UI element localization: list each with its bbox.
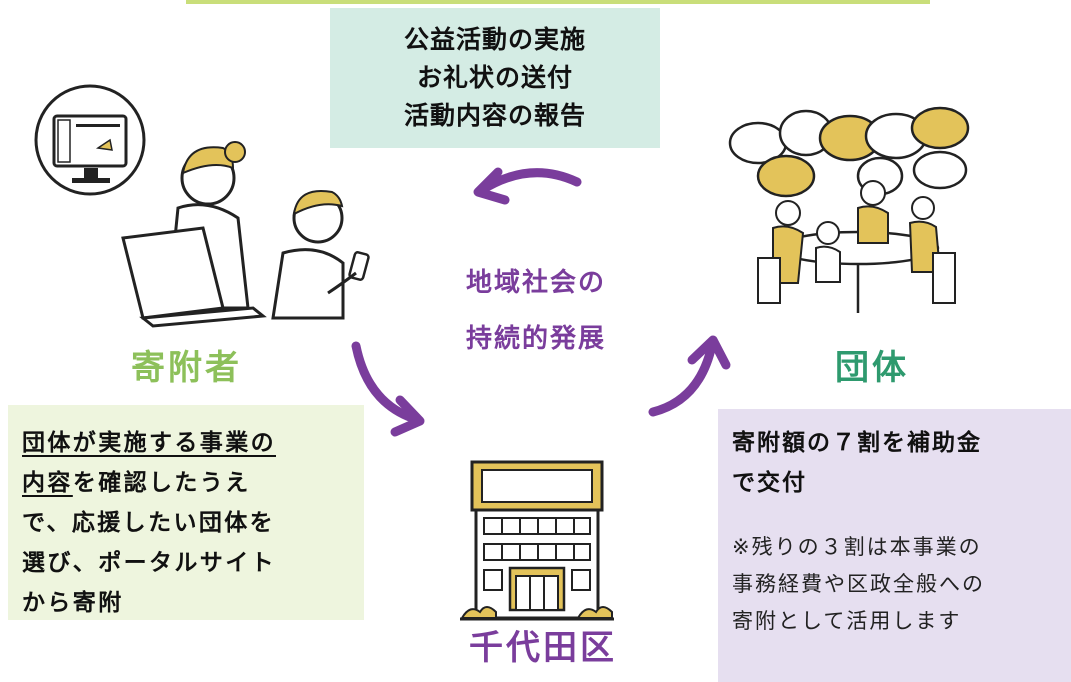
donor-label: 寄附者 [131,348,242,388]
activity-line-2: お礼状の送付 [416,63,573,92]
arrow-donor-to-city [351,341,423,425]
center-line-1: 地域社会の [465,268,606,298]
grant-note-line-2: 事務経費や区政全般への [732,572,985,596]
grant-heading-line-2: で交付 [732,470,807,496]
activity-line-3: 活動内容の報告 [403,101,586,130]
donor-illustration-icon [34,84,370,328]
activity-report-box: 公益活動の実施 お礼状の送付 活動内容の報告 [330,8,660,148]
donor-text-line-2: を確認したうえ [72,470,251,496]
group-illustration-icon [728,106,970,313]
donor-text-line-4: 選び、ポータルサイト [22,550,276,576]
city-label: 千代田区 [469,628,617,668]
activity-line-1: 公益活動の実施 [403,25,586,54]
donor-text-line-5: から寄附 [22,590,124,616]
center-line-2: 持続的発展 [465,324,606,354]
donor-text-line-3: で、応援したい団体を [22,510,276,536]
grant-note-line-3: 寄附として活用します [732,609,962,633]
center-goal-text: 地域社会の 持続的発展 [444,255,628,367]
donor-text-underlined: 内容 [22,470,73,496]
arrow-city-to-group [648,340,717,417]
city-hall-building-icon [460,460,614,621]
grant-description-box: 寄附額の７割を補助金 で交付 ※残りの３割は本事業の 事務経費や区政全般への 寄… [718,409,1071,682]
group-label: 団体 [835,348,909,388]
grant-note-line-1: ※残りの３割は本事業の [732,535,982,559]
donor-description-box: 団体が実施する事業の 内容を確認したうえ で、応援したい団体を 選び、ポータルサ… [8,405,364,620]
top-accent-line [186,0,930,4]
arrow-group-to-donor [477,168,582,195]
donor-text-line-1: 団体が実施する事業の [22,430,276,456]
grant-heading-line-1: 寄附額の７割を補助金 [732,430,982,456]
